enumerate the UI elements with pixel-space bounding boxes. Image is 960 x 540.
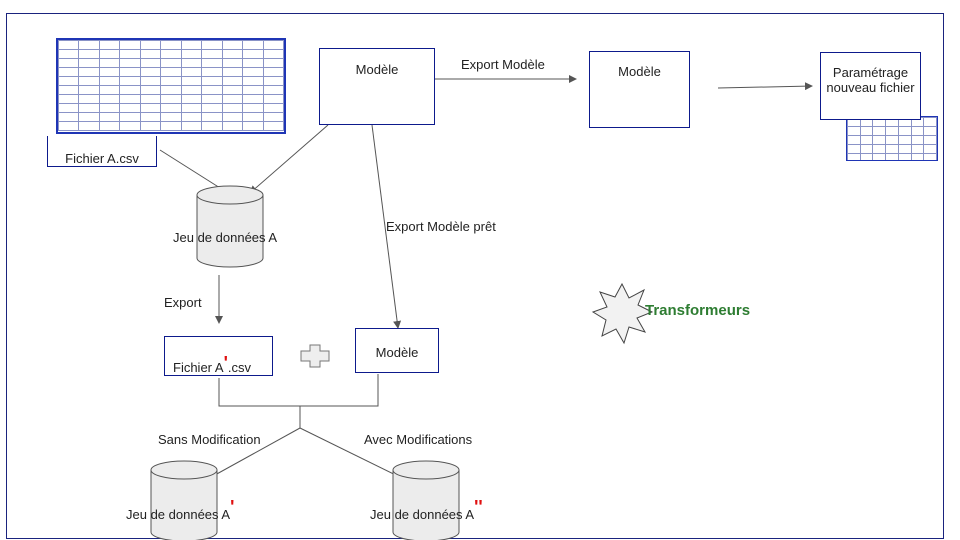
edge-label-avec-modifications: Avec Modifications bbox=[364, 432, 473, 447]
arrow-modele-to-jeu bbox=[249, 124, 329, 194]
jeu-a-second-label: Jeu de données A'' bbox=[370, 497, 483, 524]
parametrage-label: Paramétrage nouveau fichier bbox=[826, 65, 915, 95]
double-prime-mark: '' bbox=[474, 497, 483, 517]
database-cylinder-jeu-a bbox=[196, 185, 264, 268]
fichier-a-prime-label: Fichier A'.csv bbox=[173, 353, 251, 377]
modele-top-label: Modèle bbox=[355, 62, 399, 77]
fichier-a-prime-name: Fichier A bbox=[173, 360, 224, 375]
edge-label-export: Export bbox=[164, 295, 202, 310]
prime-mark-a: ' bbox=[230, 497, 235, 517]
arrow-export-modele-pret bbox=[371, 124, 402, 329]
csv-preview-thumbnail-small bbox=[846, 116, 938, 161]
modele-export-label: Modèle bbox=[618, 64, 661, 79]
edge-label-export-modele-pret: Export Modèle prêt bbox=[386, 219, 496, 234]
database-cylinder-jeu-a-prime bbox=[150, 460, 218, 540]
modele-bottom-label: Modèle bbox=[375, 345, 419, 360]
modele-bottom-box: Modèle bbox=[355, 328, 439, 373]
diagram-frame bbox=[6, 13, 944, 539]
jeu-a-second-name: Jeu de données A bbox=[370, 507, 475, 522]
csv-preview-thumbnail bbox=[56, 38, 286, 134]
parametrage-box: Paramétrage nouveau fichier bbox=[820, 52, 921, 120]
arrow-to-parametrage bbox=[717, 82, 813, 91]
edge-label-sans-modification: Sans Modification bbox=[158, 432, 261, 447]
fichier-a-label: Fichier A.csv bbox=[65, 151, 139, 166]
transformeurs-icon bbox=[591, 282, 654, 345]
database-cylinder-jeu-a-second bbox=[392, 460, 460, 540]
fichier-a-box: Fichier A.csv bbox=[47, 136, 157, 167]
jeu-a-prime-label: Jeu de données A' bbox=[126, 497, 234, 524]
prime-mark: ' bbox=[223, 353, 228, 373]
jeu-a-prime-name: Jeu de données A bbox=[126, 507, 231, 522]
plus-icon bbox=[300, 344, 330, 368]
modele-export-box: Modèle bbox=[589, 51, 690, 128]
fichier-a-prime-ext: .csv bbox=[227, 360, 251, 375]
fichier-a-prime-box: Fichier A'.csv bbox=[164, 336, 273, 376]
transformeurs-label: Transformeurs bbox=[645, 302, 751, 319]
edge-label-export-modele: Export Modèle bbox=[461, 57, 545, 72]
jeu-a-label: Jeu de données A bbox=[173, 230, 278, 245]
modele-top-box: Modèle bbox=[319, 48, 435, 125]
arrow-fichier-to-jeu bbox=[159, 149, 229, 194]
merge-bracket bbox=[218, 374, 379, 407]
